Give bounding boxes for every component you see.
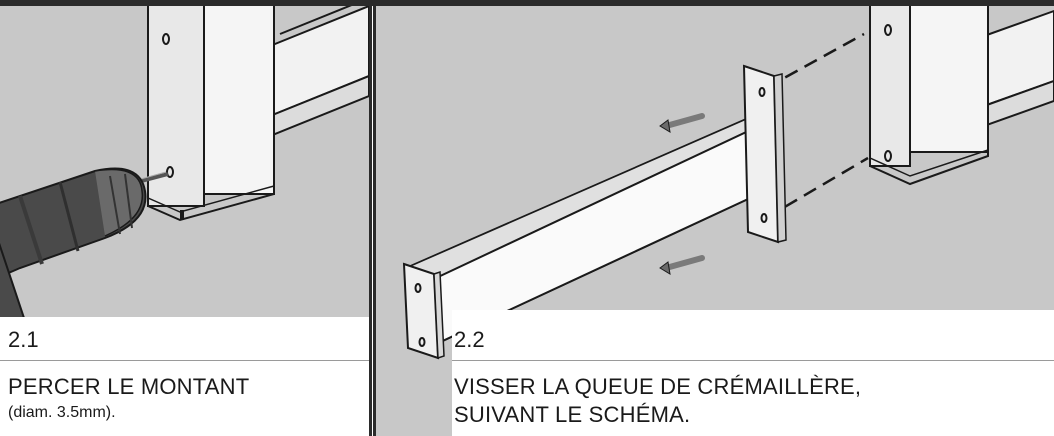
step-instruction: VISSER LA QUEUE DE CRÉMAILLÈRE, SUIVANT … (454, 373, 1014, 429)
step-instruction: PERCER LE MONTANT (8, 374, 250, 399)
alignment-lines (765, 32, 869, 220)
instruction-line-1: VISSER LA QUEUE DE CRÉMAILLÈRE, (454, 374, 862, 399)
back-rail (269, 6, 369, 138)
upright-post (147, 6, 275, 222)
panel-gap (369, 6, 376, 436)
step-2-2-caption: 2.2 VISSER LA QUEUE DE CRÉMAILLÈRE, SUIV… (452, 310, 1054, 436)
step-2-2-panel: 2.2 VISSER LA QUEUE DE CRÉMAILLÈRE, SUIV… (376, 6, 1054, 436)
instruction-line-2: SUIVANT LE SCHÉMA. (454, 402, 691, 427)
panel-border-right (373, 6, 376, 436)
screw-icon (659, 113, 705, 133)
upright-post (869, 6, 989, 186)
back-rail (983, 9, 1054, 128)
screw-icon (659, 255, 705, 275)
drill-icon (0, 167, 169, 384)
panel-border-left (369, 6, 372, 436)
step-2-1-caption: 2.1 PERCER LE MONTANT (diam. 3.5mm). (0, 317, 369, 436)
step-note: (diam. 3.5mm). (8, 404, 116, 421)
step-2-1-illustration (0, 6, 369, 384)
caption-divider (452, 360, 1054, 361)
step-2-1-panel: 2.1 PERCER LE MONTANT (diam. 3.5mm). (0, 6, 369, 436)
step-number: 2.2 (454, 327, 485, 352)
caption-divider (0, 360, 369, 361)
step-2-2-illustration (402, 6, 1054, 360)
top-border (0, 0, 1054, 6)
rack-tail-beam (402, 64, 787, 360)
step-number: 2.1 (8, 327, 39, 352)
